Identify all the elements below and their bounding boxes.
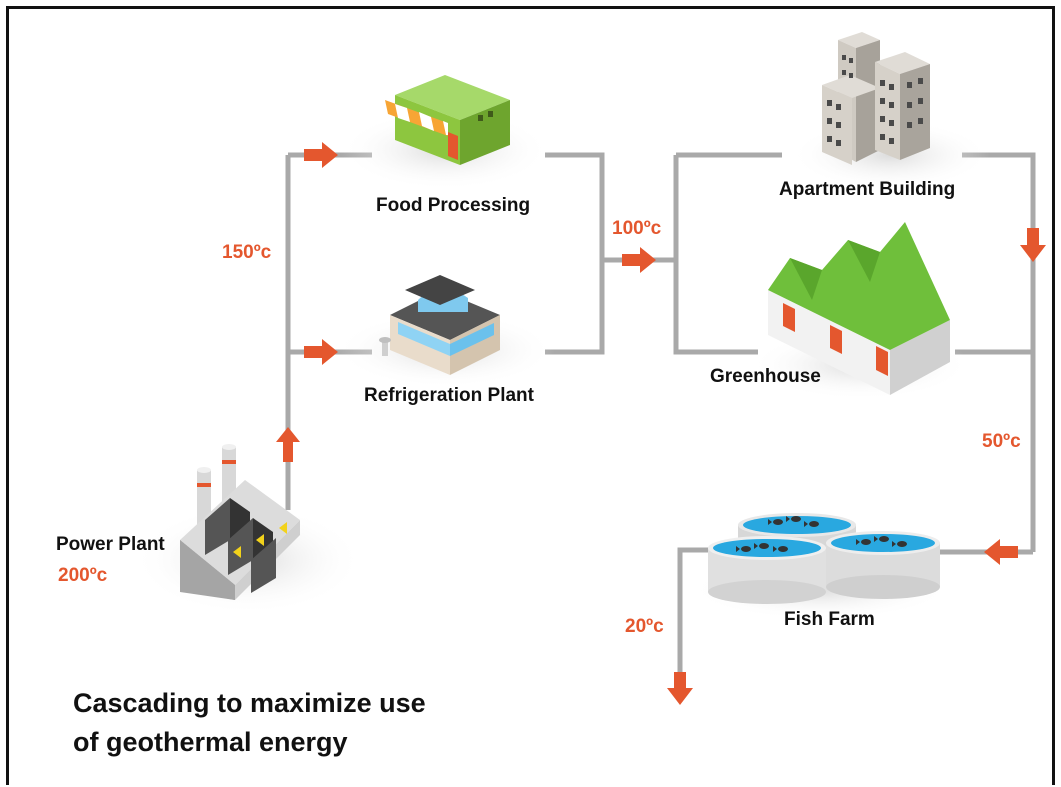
diagram-title-line-2: of geothermal energy — [73, 727, 348, 757]
arrow-left-icon — [984, 539, 1018, 565]
diagram-title-line-1: Cascading to maximize use — [73, 688, 426, 718]
pipe-food-out — [545, 152, 605, 355]
arrow-down-icon — [1020, 228, 1046, 262]
pipe-fish-out — [677, 547, 712, 675]
temp-stage-50: 50ºc — [982, 431, 1021, 452]
refrigeration-plant-icon — [335, 275, 555, 388]
pipe-right-bus — [673, 155, 758, 355]
label-refrigeration-plant: Refrigeration Plant — [364, 385, 535, 406]
food-processing-icon — [340, 75, 550, 190]
diagram-frame — [6, 6, 1055, 785]
fish-farm-icon — [690, 513, 950, 620]
label-power-plant: Power Plant — [56, 534, 165, 555]
label-greenhouse: Greenhouse — [710, 366, 821, 387]
temp-power-plant: 200ºc — [58, 565, 108, 586]
arrow-right-icon — [304, 339, 338, 365]
greenhouse-icon — [750, 222, 970, 400]
arrow-right-icon — [622, 247, 656, 273]
arrow-up-icon — [276, 427, 300, 462]
label-food-processing: Food Processing — [376, 195, 530, 216]
label-apartment-building: Apartment Building — [779, 179, 955, 200]
arrow-right-icon — [304, 142, 338, 168]
flow-arrows — [276, 142, 1046, 705]
label-fish-farm: Fish Farm — [784, 609, 875, 630]
temp-stage-100: 100ºc — [612, 218, 662, 239]
power-plant-icon — [133, 444, 363, 615]
arrow-down-icon — [667, 672, 693, 705]
temp-stage-20: 20ºc — [625, 616, 664, 637]
temp-stage-150: 150ºc — [222, 242, 272, 263]
apartment-building-icon — [790, 32, 990, 190]
